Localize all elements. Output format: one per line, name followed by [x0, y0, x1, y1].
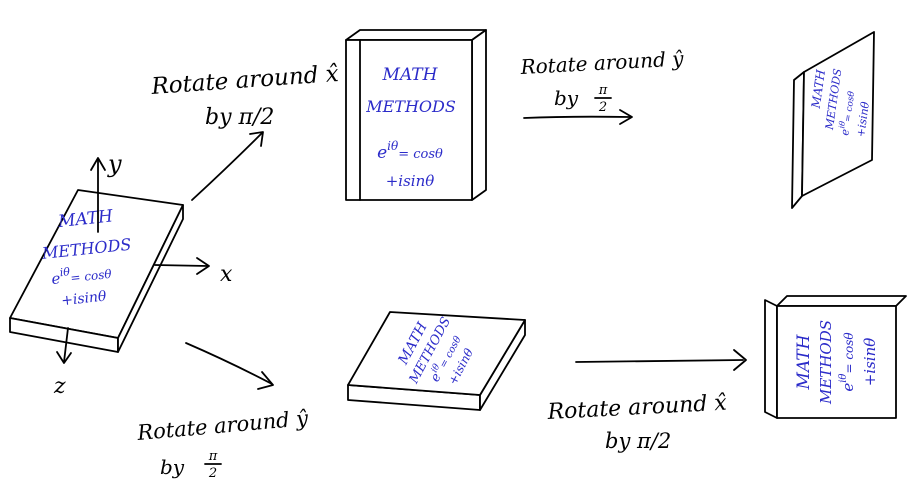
arrow-bottom-right	[575, 359, 744, 363]
arrow-top-right	[523, 115, 631, 119]
cover-line-math: MATH	[809, 68, 828, 110]
arrow-to-top-book-head	[249, 131, 264, 147]
axes: y x z	[53, 150, 233, 399]
fraction-denominator: 2	[208, 466, 217, 481]
annotation-line-1: Rotate around ŷ	[519, 46, 685, 79]
annotation-line-2: by π/2	[205, 105, 274, 130]
cover-line-isin: +isinθ	[60, 288, 107, 309]
arrow-bottom-right-head	[733, 349, 747, 371]
book-bottom-right: MATH METHODS eiθ= cosθ +isinθ	[764, 295, 907, 419]
book-top-middle: MATH METHODS eiθ= cosθ +isinθ	[345, 29, 487, 201]
z-axis-line	[63, 327, 69, 363]
arrow-to-bottom-book-head	[257, 371, 274, 390]
arrow-to-bottom-book	[185, 342, 273, 385]
book-bottom-right-cover	[776, 305, 897, 419]
book-bottom-right-left-edge	[764, 299, 778, 419]
cover-line-math: MATH	[794, 333, 814, 390]
book-original-cover-text: MATH METHODS eiθ= cosθ +isinθ	[40, 206, 132, 309]
book-top-middle-side-edge	[471, 29, 487, 201]
cover-line-isin: +isinθ	[386, 172, 435, 190]
arrow-top-right-head	[619, 109, 633, 125]
transition-arrows	[185, 109, 747, 390]
book-original: MATH METHODS eiθ= cosθ +isinθ	[9, 189, 184, 353]
cover-line-math: MATH	[382, 65, 439, 85]
annotation-bottom-left: Rotate around ŷ by π 2	[135, 406, 310, 481]
book-top-right: MATH METHODS eiθ= cosθ +isinθ	[791, 31, 875, 209]
book-original-side-edge	[117, 204, 184, 353]
x-axis-label: x	[220, 262, 233, 287]
cover-line-euler: eiθ= cosθ	[50, 261, 113, 288]
annotation-top-left: Rotate around x̂ by π/2	[150, 61, 340, 130]
cover-line-euler: eiθ= cosθ	[838, 332, 857, 392]
annotation-line-1: Rotate around x̂	[546, 391, 728, 425]
x-axis-arrowhead	[196, 257, 210, 275]
cover-line-euler: eiθ= cosθ	[836, 89, 857, 136]
z-axis-arrowhead	[56, 351, 72, 364]
book-bottom-middle-cover	[347, 311, 526, 396]
cover-line-isin: +isinθ	[861, 338, 879, 387]
fraction-numerator: π	[208, 449, 218, 464]
annotation-line-2: by π/2	[605, 429, 671, 453]
book-top-middle-top-edge	[345, 29, 487, 41]
book-top-right-cover	[801, 31, 875, 197]
cover-line-methods: METHODS	[817, 320, 835, 405]
book-bottom-right-cover-text: MATH METHODS eiθ= cosθ +isinθ	[794, 320, 879, 405]
arrow-to-top-book	[191, 132, 263, 201]
book-bottom-middle: MATH METHODS eiθ= cosθ +isinθ	[347, 311, 526, 411]
annotation-prefix: by	[160, 455, 185, 479]
cover-line-methods: METHODS	[365, 97, 456, 116]
annotation-prefix: by	[554, 86, 579, 110]
book-bottom-right-top-edge	[776, 295, 907, 307]
annotation-top-right: Rotate around ŷ by π 2	[519, 46, 685, 115]
fraction-numerator: π	[598, 83, 608, 98]
annotation-line-1: Rotate around x̂	[150, 61, 340, 100]
z-axis-label: z	[53, 374, 66, 399]
annotation-line-1: Rotate around ŷ	[135, 406, 310, 445]
cover-line-isin: +isinθ	[854, 101, 872, 138]
y-axis-label: y	[107, 150, 122, 178]
fraction-denominator: 2	[598, 100, 607, 115]
annotation-bottom-right: Rotate around x̂ by π/2	[546, 391, 728, 453]
book-top-middle-cover	[345, 39, 473, 201]
y-axis-arrowhead	[90, 157, 106, 171]
cover-line-euler: eiθ= cosθ	[377, 139, 443, 163]
x-axis-line	[154, 264, 209, 267]
